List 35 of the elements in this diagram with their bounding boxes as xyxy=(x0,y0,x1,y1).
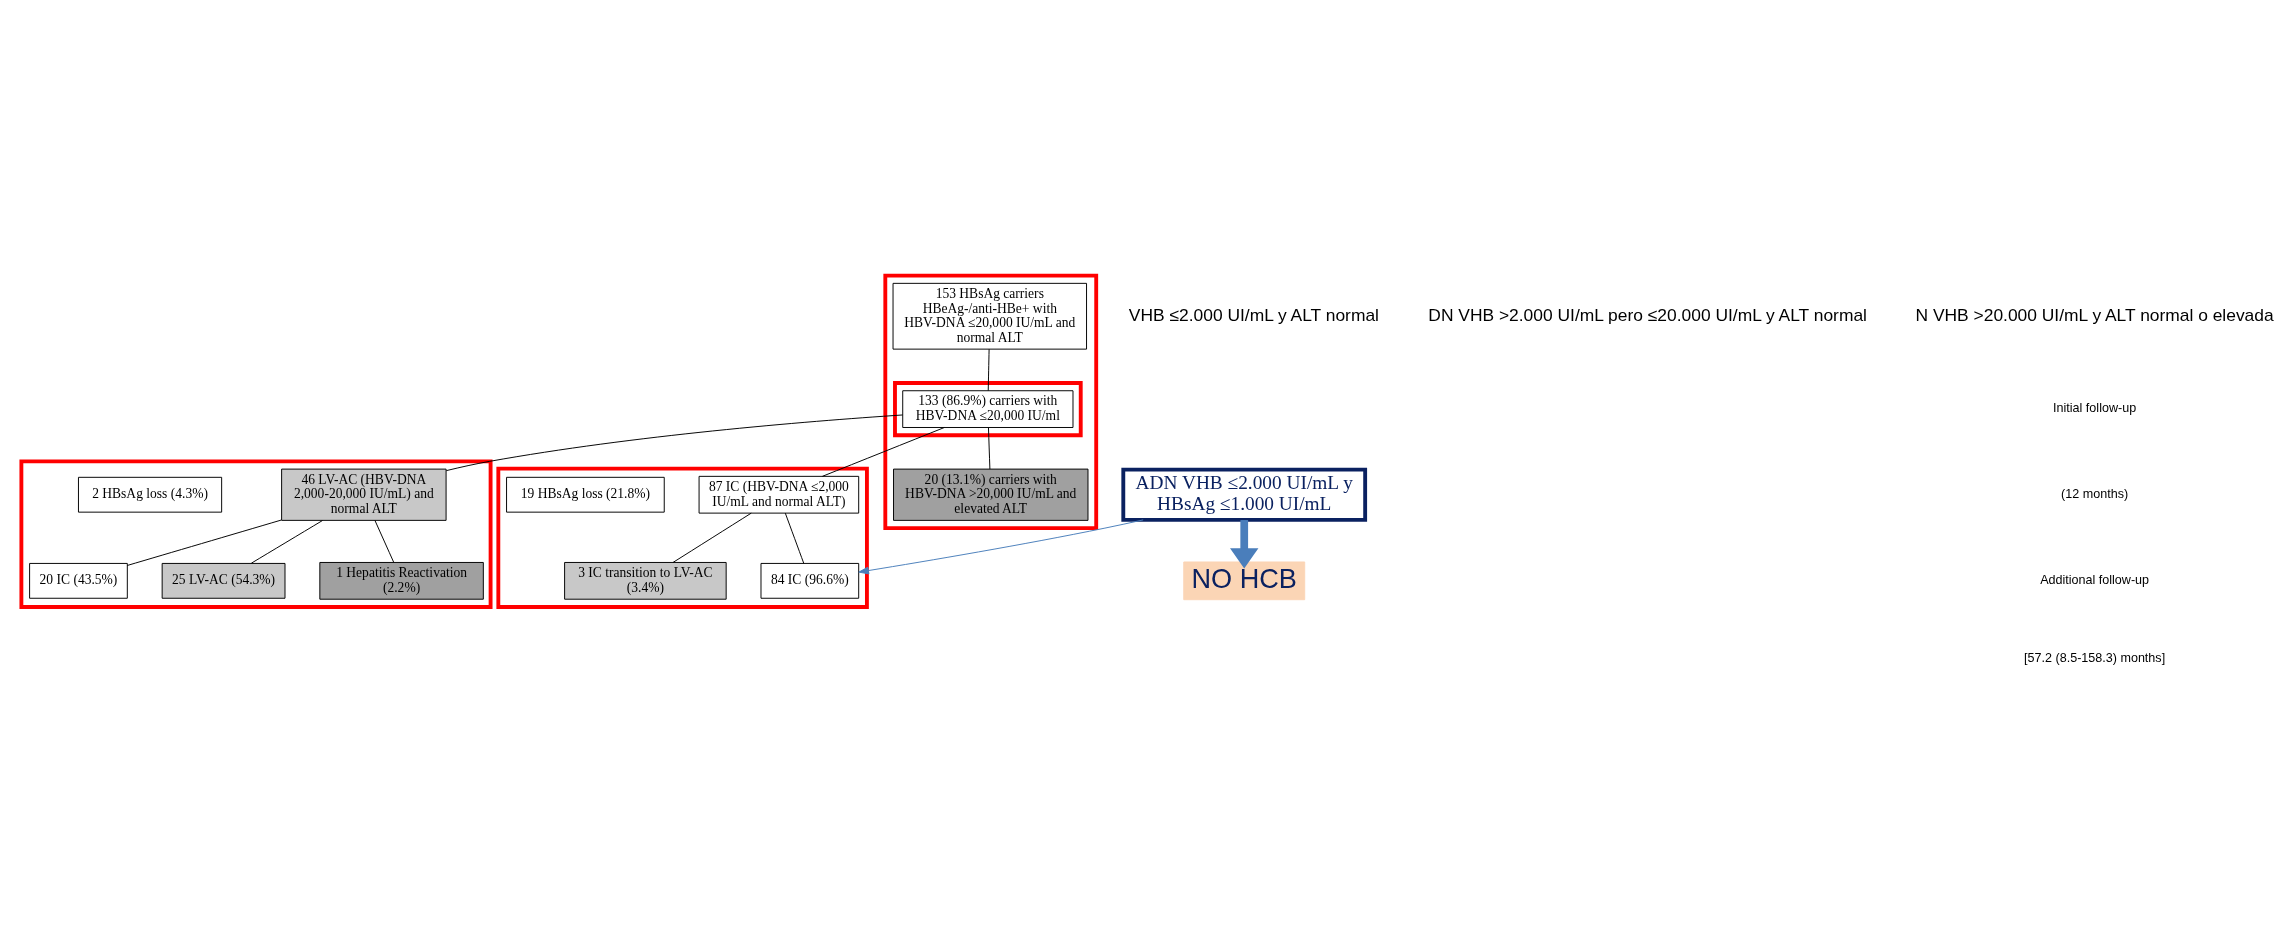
connector xyxy=(988,426,991,470)
connector xyxy=(784,512,805,564)
connector xyxy=(821,426,945,477)
label: VHB ≤2.000 UI/mL y ALT normal xyxy=(1128,304,1379,324)
cluster xyxy=(883,273,1099,530)
node-box: 87 IC (HBV-DNA ≤2,000 IU/mL and normal ALT) xyxy=(698,475,860,514)
node-box: 25 LV-AC (54.3%) xyxy=(161,562,286,599)
node-box: 3 IC transition to LV-AC (3.4%) xyxy=(564,561,727,600)
cluster xyxy=(893,380,1083,437)
node-box: 20 IC (43.5%) xyxy=(29,562,128,599)
connector xyxy=(672,512,752,563)
connector xyxy=(374,519,395,563)
node-box: ADN VHB ≤2.000 UI/mL y HBsAg ≤1.000 UI/mL xyxy=(1121,467,1368,522)
node-box: 1 Hepatitis Reactivation (2.2%) xyxy=(319,561,484,600)
arrow xyxy=(858,518,1144,574)
label: DN VHB >2.000 UI/mL pero ≤20.000 UI/mL y ALT normal xyxy=(1428,304,1867,324)
node-box: 84 IC (96.6%) xyxy=(760,562,860,599)
node-box: 20 (13.1%) carriers with HBV-DNA >20,000 IU/mL and elevated ALT xyxy=(893,468,1089,521)
node-box: NO HCB xyxy=(1183,561,1306,600)
node-box: 19 HBsAg loss (21.8%) xyxy=(506,476,665,513)
arrow xyxy=(1230,519,1259,568)
connector xyxy=(445,413,904,471)
label: Additional follow-up xyxy=(2040,572,2150,587)
node-box: 2 HBsAg loss (4.3%) xyxy=(77,476,223,513)
connector xyxy=(126,519,282,566)
node-box: 153 HBsAg carriers HBeAg-/anti-HBe+ with HBV-DNA ≤20,000 IU/mL and normal ALT xyxy=(892,282,1087,350)
node-box: 46 LV-AC (HBV-DNA 2,000-20,000 IU/mL) and normal ALT xyxy=(281,468,447,521)
label: N VHB >20.000 UI/mL y ALT normal o elevada xyxy=(1915,304,2274,324)
connector xyxy=(250,519,323,564)
connector xyxy=(987,348,990,391)
label: (12 months) xyxy=(2061,486,2129,501)
label: Initial follow-up xyxy=(2053,400,2137,415)
node-box: 133 (86.9%) carriers with HBV-DNA ≤20,000 IU/ml xyxy=(902,389,1074,428)
label: [57.2 (8.5-158.3) months] xyxy=(2024,650,2166,665)
cluster xyxy=(19,458,493,609)
